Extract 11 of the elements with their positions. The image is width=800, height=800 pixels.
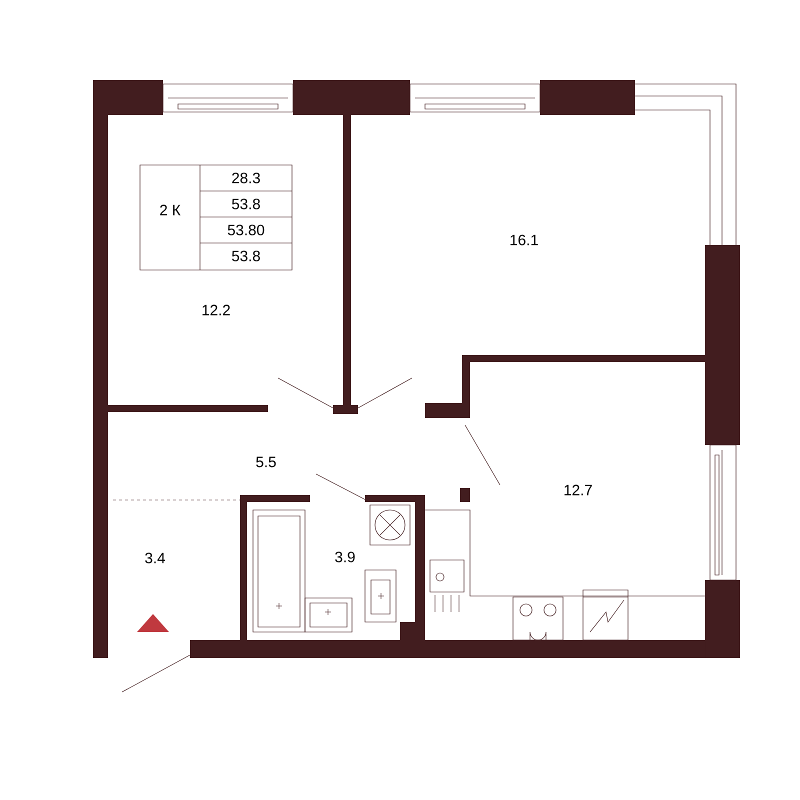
table-cell: 53.80 <box>228 224 264 236</box>
table-cell: 53.8 <box>232 250 260 262</box>
area-label: 12.2 <box>202 304 230 316</box>
area-label: 3.4 <box>145 552 165 564</box>
area-label: 5.5 <box>256 456 276 468</box>
table-cell: 28.3 <box>232 172 260 184</box>
table-cell: 53.8 <box>232 198 260 210</box>
table-cell: 2 К <box>160 204 181 216</box>
area-label: 12.7 <box>564 484 592 496</box>
area-label: 16.1 <box>510 234 538 246</box>
area-label: 3.9 <box>335 552 355 562</box>
